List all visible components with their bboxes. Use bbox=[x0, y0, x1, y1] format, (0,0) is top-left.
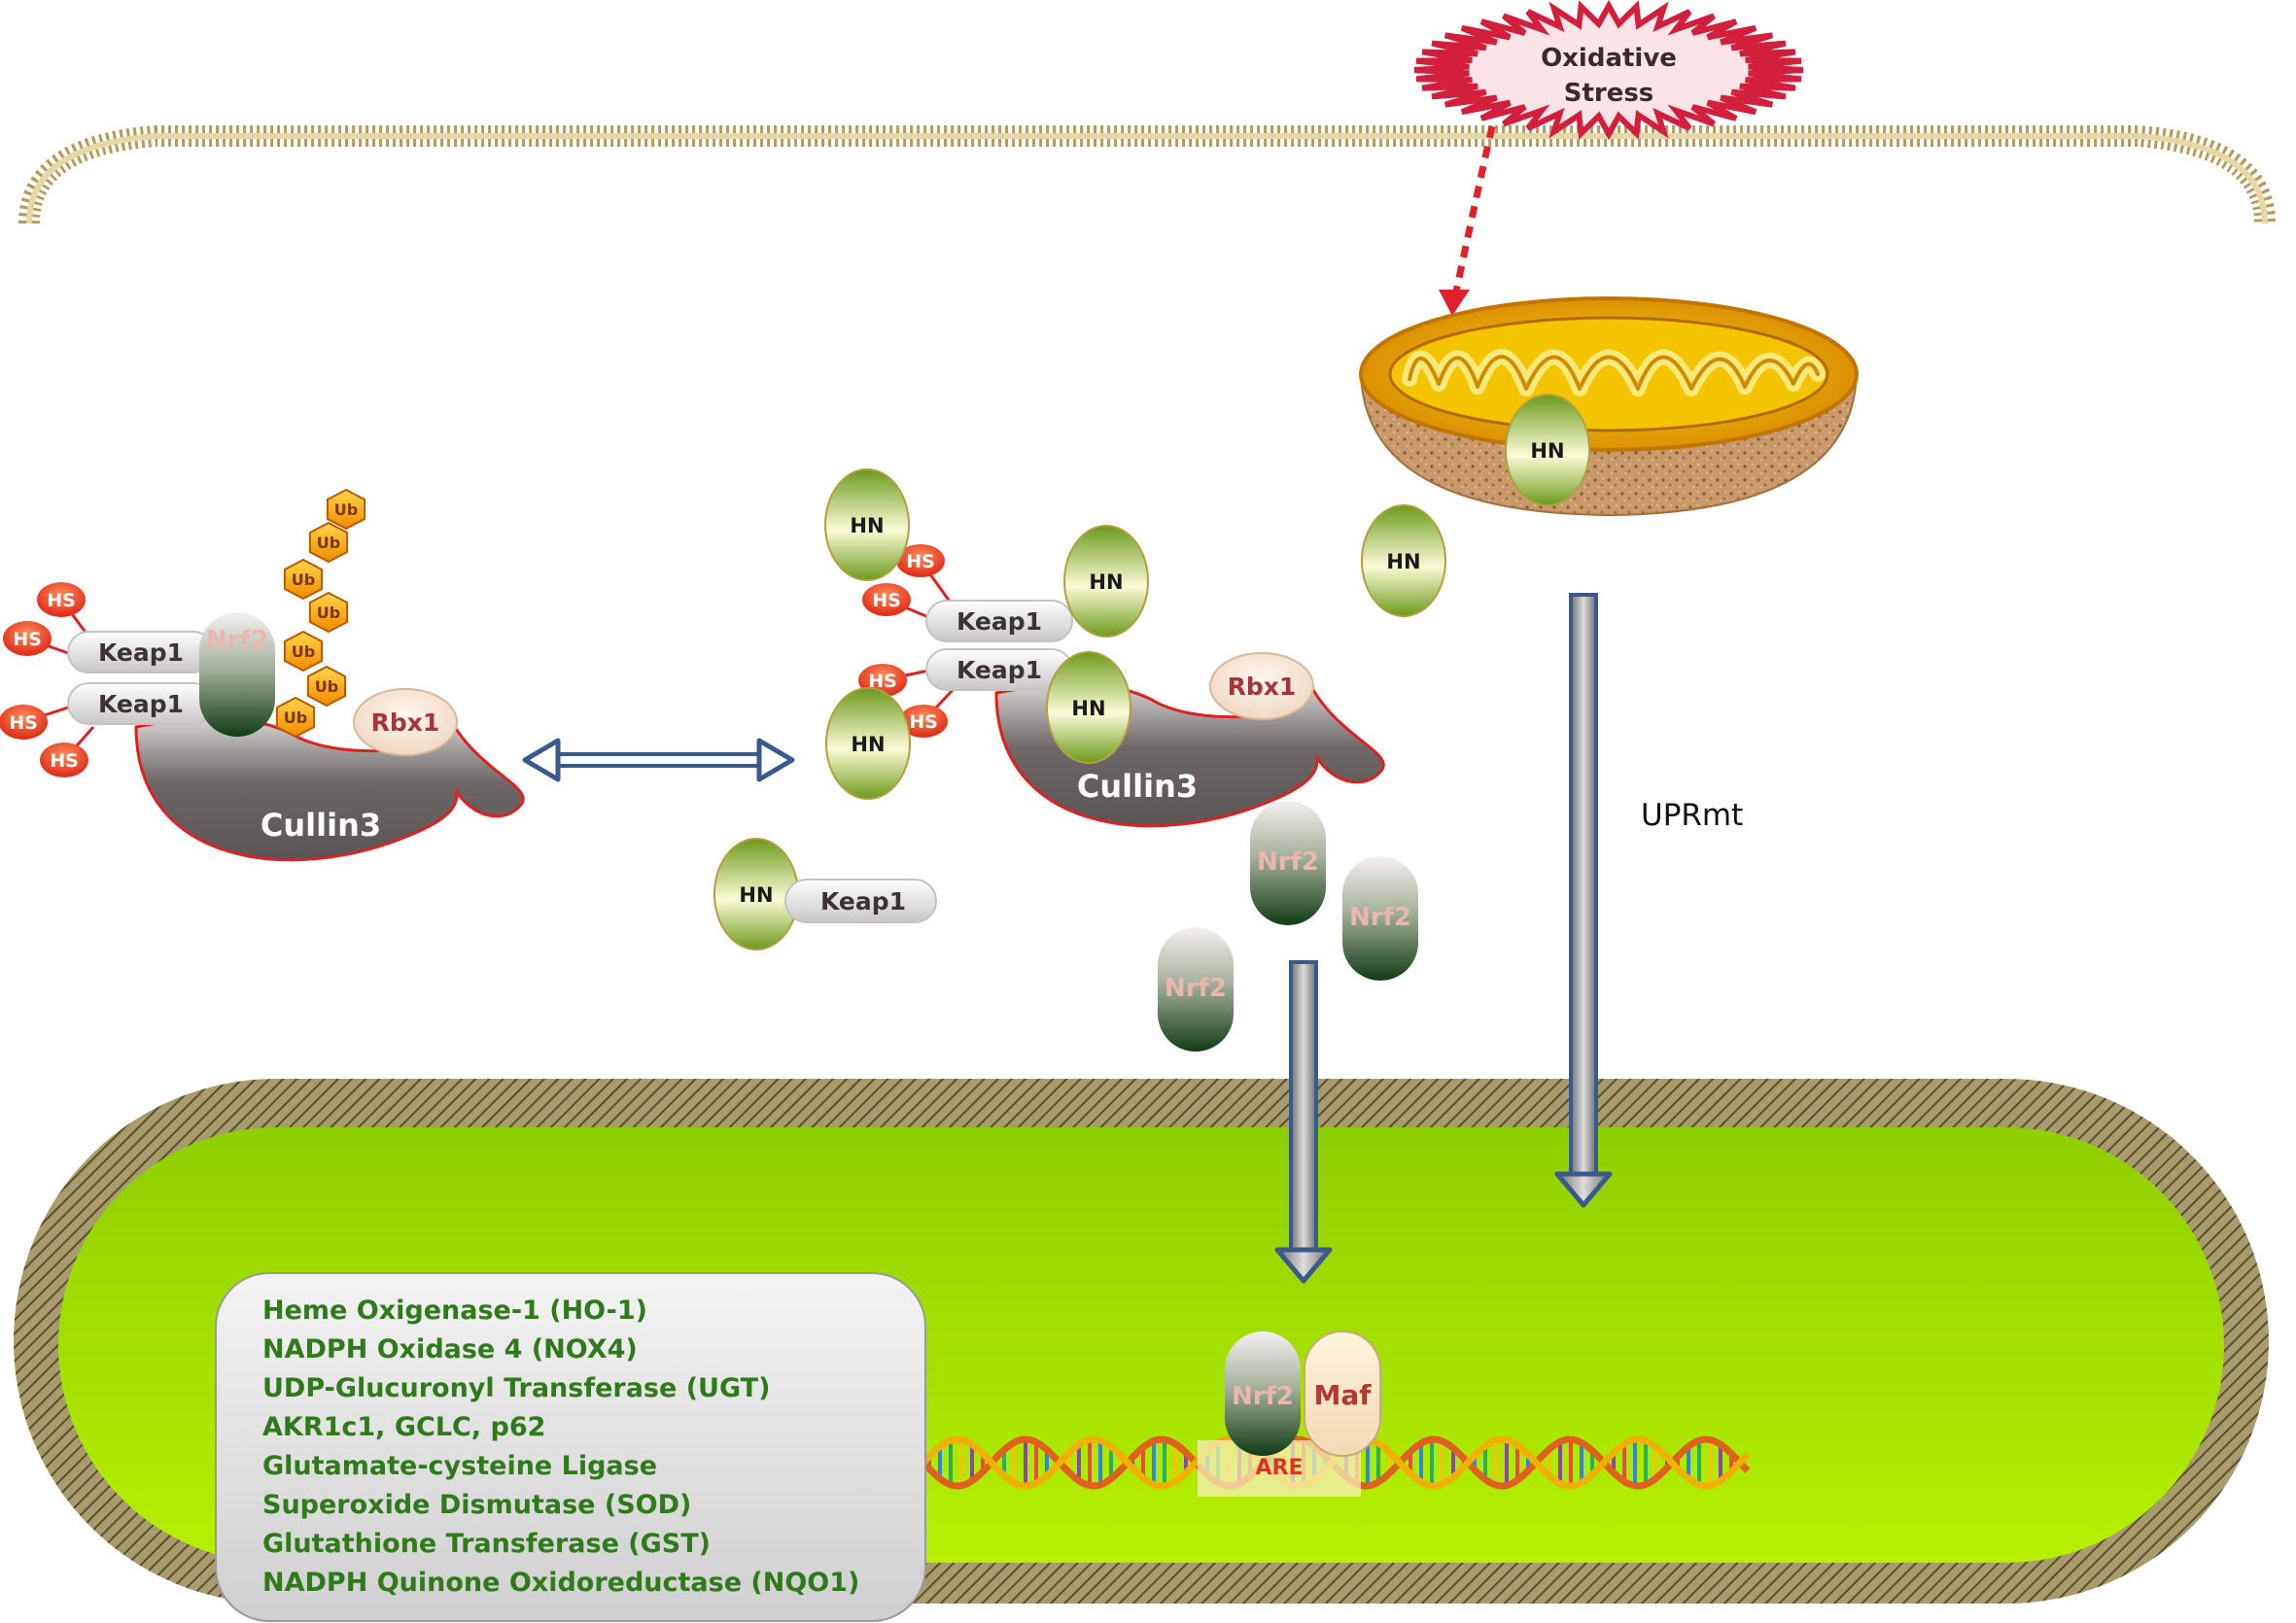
hs-label: HS bbox=[906, 551, 935, 572]
humanin-peptides: HN HN HN HN HN HN HN bbox=[713, 394, 1590, 950]
keap1-free-label: Keap1 bbox=[820, 887, 906, 915]
uprmt-arrow bbox=[1554, 593, 1613, 1208]
gene-sod: Superoxide Dismutase (SOD) bbox=[262, 1490, 691, 1520]
nrf2-free-label: Nrf2 bbox=[1257, 847, 1319, 877]
keap1-middle-bottom-label: Keap1 bbox=[957, 656, 1042, 684]
nrf2-free bbox=[1250, 801, 1326, 925]
hs-label: HS bbox=[872, 590, 901, 611]
nrf2-nuclear bbox=[1225, 1331, 1301, 1456]
ub-label: Ub bbox=[292, 570, 315, 589]
hs-label: HS bbox=[909, 711, 938, 733]
gene-gst: Glutathione Transferase (GST) bbox=[262, 1529, 711, 1559]
hn-label: HN bbox=[1386, 550, 1420, 573]
hn-label: HN bbox=[1089, 570, 1123, 594]
gene-ho1: Heme Oxigenase-1 (HO-1) bbox=[262, 1295, 647, 1326]
ub-label: Ub bbox=[315, 677, 338, 696]
humanin-peptide bbox=[825, 687, 911, 800]
gene-nox4: NADPH Oxidase 4 (NOX4) bbox=[262, 1334, 638, 1364]
keap1-middle-top bbox=[925, 600, 1073, 642]
hs-label: HS bbox=[50, 750, 79, 772]
nrf2-nuclear-label: Nrf2 bbox=[1232, 1382, 1294, 1411]
keap1-free bbox=[784, 879, 937, 923]
nrf2-translocation-arrow bbox=[1274, 960, 1333, 1284]
hn-label: HN bbox=[1530, 439, 1564, 463]
ubiquitin-hexagon bbox=[308, 591, 349, 634]
cullin3-middle-label: Cullin3 bbox=[1077, 768, 1198, 805]
ub-label: Ub bbox=[292, 642, 315, 661]
nrf2-free bbox=[1342, 856, 1418, 981]
rbx1-middle-label: Rbx1 bbox=[1228, 673, 1297, 701]
keap1-middle-top-label: Keap1 bbox=[957, 607, 1042, 636]
humanin-peptide bbox=[1046, 651, 1131, 764]
keap1-left-bottom-label: Keap1 bbox=[98, 690, 184, 718]
gene-ugt: UDP-Glucuronyl Transferase (UGT) bbox=[262, 1373, 770, 1403]
nrf2-bound-left bbox=[199, 612, 275, 737]
target-gene-box: Heme Oxigenase-1 (HO-1) NADPH Oxidase 4 … bbox=[215, 1272, 926, 1622]
cell-membrane bbox=[18, 125, 2276, 224]
humanin-peptide bbox=[1361, 504, 1446, 617]
stress-burst-shape bbox=[1413, 0, 1804, 141]
nrf2-free bbox=[1158, 927, 1234, 1052]
equilibrium-double-arrow bbox=[522, 738, 795, 782]
hn-label: HN bbox=[1071, 697, 1105, 720]
maf-label: Maf bbox=[1314, 1379, 1373, 1411]
middle-cullin3-complex: Cullin3 Rbx1 Keap1 Keap1 HS HS HS HS bbox=[858, 544, 1385, 828]
free-hn-keap1: Keap1 bbox=[784, 879, 937, 923]
ubiquitin-hexagon bbox=[306, 665, 347, 708]
oxidative-stress-label-line1: Oxidative bbox=[1541, 44, 1677, 73]
nrf2-bound-left-label: Nrf2 bbox=[206, 626, 268, 655]
ubiquitin-hexagon bbox=[326, 488, 366, 531]
stress-arrow-head bbox=[1439, 290, 1470, 316]
humanin-peptide bbox=[1063, 525, 1149, 638]
maf bbox=[1304, 1330, 1381, 1457]
rbx1-left bbox=[353, 688, 458, 756]
gene-akr1c1: AKR1c1, GCLC, p62 bbox=[262, 1412, 545, 1442]
nrf2-free-label: Nrf2 bbox=[1165, 974, 1227, 1003]
ub-label: Ub bbox=[334, 501, 358, 519]
rbx1-middle bbox=[1209, 652, 1314, 720]
are-label: ARE bbox=[1256, 1456, 1304, 1480]
hs-label: HS bbox=[9, 712, 38, 734]
nrf2-maf-dimer: Nrf2 Maf bbox=[1225, 1330, 1381, 1457]
ub-label: Ub bbox=[317, 604, 340, 622]
gene-nqo1: NADPH Quinone Oxidoreductase (NQO1) bbox=[262, 1568, 859, 1598]
hs-left-group: HS HS HS HS bbox=[0, 582, 88, 777]
hs-label: HS bbox=[868, 671, 897, 692]
uprmt-label: UPRmt bbox=[1641, 798, 1743, 833]
ubiquitin-hexagon bbox=[283, 630, 324, 673]
hn-label: HN bbox=[850, 514, 884, 537]
left-cullin3-complex: Cullin3 Rbx1 Keap1 Keap1 Nrf2 HS HS HS H… bbox=[0, 488, 525, 862]
hn-label: HN bbox=[739, 883, 773, 907]
humanin-peptide bbox=[1505, 394, 1590, 506]
hn-label: HN bbox=[851, 733, 885, 756]
hs-label: HS bbox=[47, 590, 76, 611]
ubiquitin-hexagon bbox=[283, 558, 324, 601]
keap1-left-top-label: Keap1 bbox=[98, 639, 184, 667]
rbx1-left-label: Rbx1 bbox=[371, 708, 440, 737]
ub-label: Ub bbox=[284, 708, 307, 727]
cullin3-left-label: Cullin3 bbox=[261, 807, 381, 844]
ubiquitin-hexagon bbox=[275, 696, 316, 739]
ubiquitin-hexagon bbox=[308, 521, 349, 564]
hs-label: HS bbox=[13, 629, 42, 650]
nrf2-free-label: Nrf2 bbox=[1349, 903, 1411, 932]
ub-label: Ub bbox=[317, 534, 340, 552]
mitochondrion bbox=[1359, 296, 1859, 517]
stress-to-mito-arrow bbox=[1452, 125, 1496, 293]
oxidative-stress-label-line2: Stress bbox=[1564, 79, 1654, 108]
oxidative-stress-burst: Oxidative Stress bbox=[1413, 0, 1804, 141]
humanin-peptide bbox=[824, 468, 910, 581]
gene-glutamate-cysteine-ligase: Glutamate-cysteine Ligase bbox=[262, 1451, 657, 1481]
